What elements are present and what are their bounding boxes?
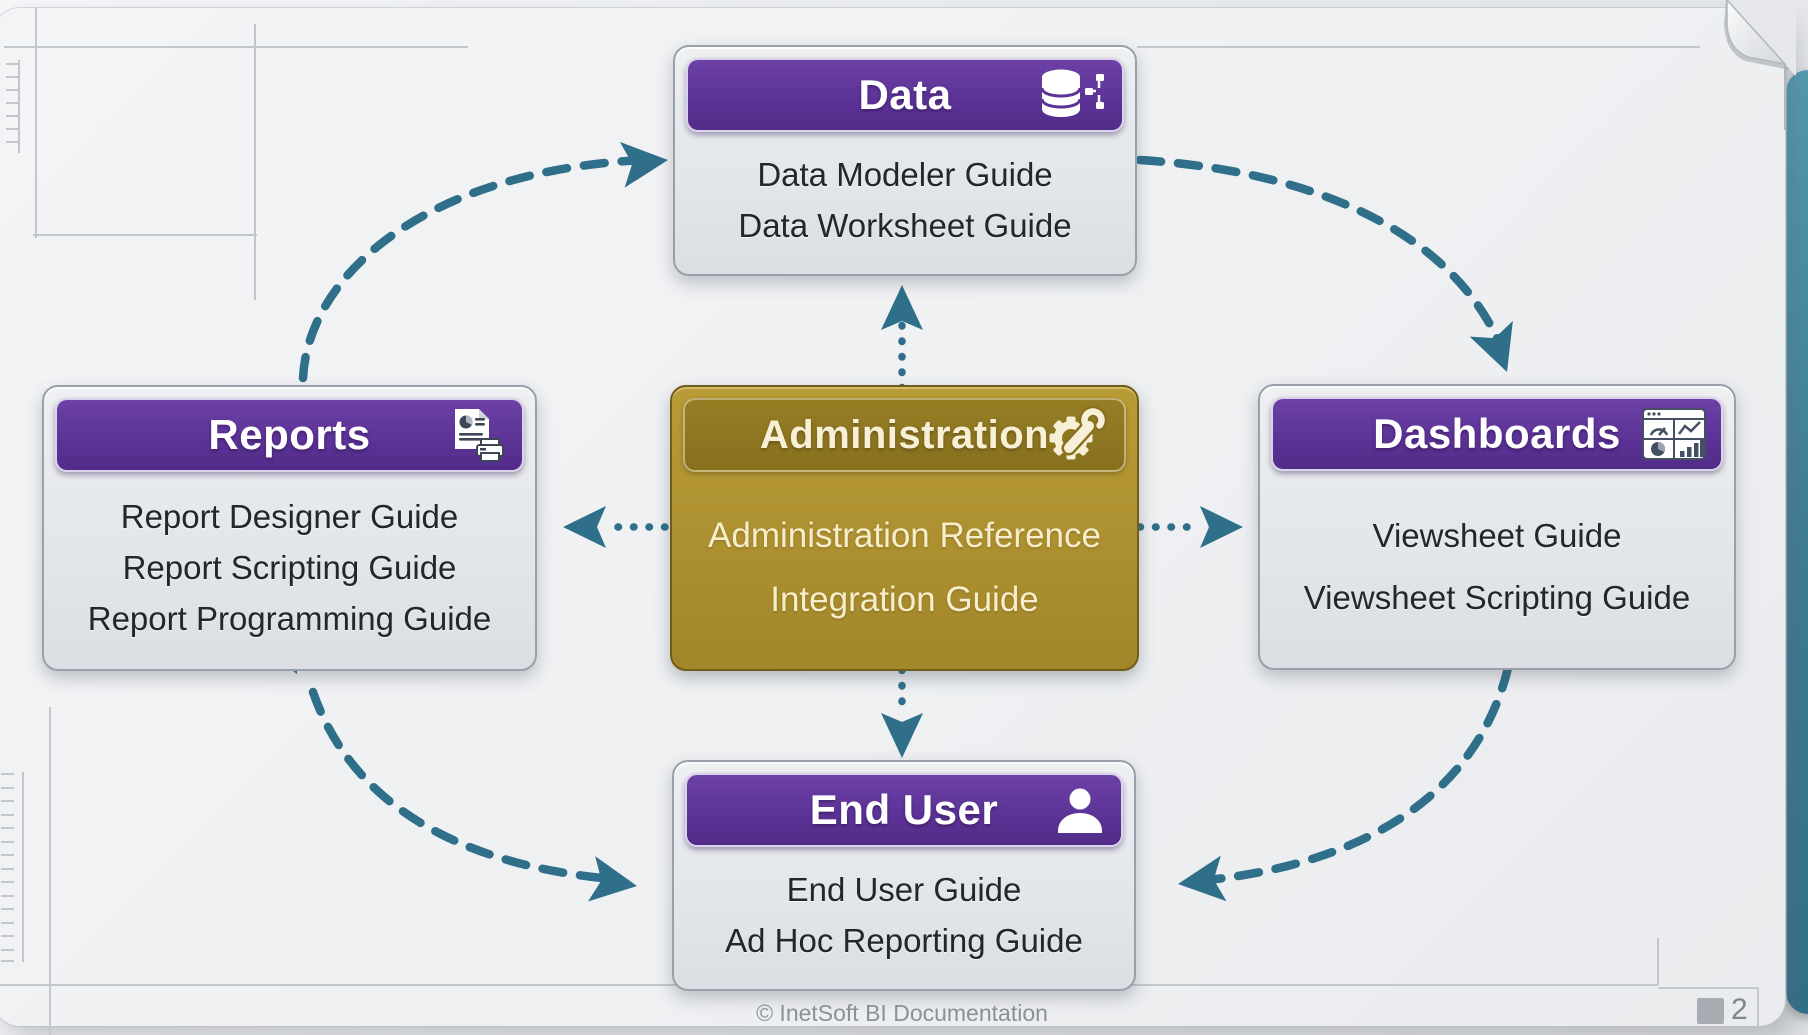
node-reports-header: Reports xyxy=(55,398,524,472)
node-administration-header: Administration xyxy=(683,398,1126,472)
page-number-box xyxy=(1697,998,1724,1024)
dashboard-grid-icon xyxy=(1642,408,1706,460)
node-data-title: Data xyxy=(858,71,952,118)
arc-enduser-reports xyxy=(308,687,607,883)
node-reports-title: Reports xyxy=(208,411,371,458)
node-administration-title: Administration xyxy=(759,412,1050,457)
node-administration-body: Administration Reference Integration Gui… xyxy=(680,475,1129,661)
node-end-user-header: End User xyxy=(685,773,1123,847)
guide-item: Viewsheet Scripting Guide xyxy=(1303,579,1691,616)
guide-item: Data Modeler Guide xyxy=(757,156,1053,194)
page-number: 2 xyxy=(1731,993,1748,1026)
user-icon xyxy=(1054,785,1106,835)
node-end-user: End User End User Guide Ad Hoc Reporting… xyxy=(672,760,1136,991)
database-schema-icon xyxy=(1037,68,1107,122)
node-end-user-title: End User xyxy=(809,786,999,833)
guide-item: Report Scripting Guide xyxy=(122,549,457,587)
admin-arrowheads xyxy=(563,285,1243,758)
guide-item: Administration Reference xyxy=(708,515,1101,555)
page-fold-corner xyxy=(1723,0,1796,130)
node-end-user-body: End User Guide Ad Hoc Reporting Guide xyxy=(682,850,1126,981)
guide-item: Report Programming Guide xyxy=(87,599,492,637)
admin-connectors xyxy=(608,318,1198,720)
node-dashboards: Dashboards xyxy=(1258,384,1736,670)
gear-wrench-icon xyxy=(1045,406,1109,464)
guide-item: End User Guide xyxy=(786,871,1022,909)
report-printer-icon xyxy=(449,407,507,463)
guide-item: Ad Hoc Reporting Guide xyxy=(725,922,1083,959)
node-data-header: Data xyxy=(686,58,1124,132)
footer-caption: © InetSoft BI Documentation xyxy=(756,1000,1048,1026)
node-dashboards-header: Dashboards xyxy=(1271,397,1723,471)
arrowhead-to-data xyxy=(619,141,668,188)
node-data-body: Data Modeler Guide Data Worksheet Guide xyxy=(683,135,1127,266)
node-reports: Reports xyxy=(42,385,537,671)
guide-item: Data Worksheet Guide xyxy=(738,207,1072,244)
arrowhead-to-enduser-2 xyxy=(587,856,637,902)
blueprint-lines xyxy=(0,8,1759,1035)
node-data: Data Data Modeler Guide Data Worksheet G… xyxy=(673,45,1137,276)
arc-reports-to-data xyxy=(298,155,647,383)
node-reports-body: Report Designer Guide Report Scripting G… xyxy=(52,475,527,661)
guide-item: Viewsheet Guide xyxy=(1372,517,1622,555)
side-accent-bar xyxy=(1786,70,1808,1014)
arrowhead-to-enduser xyxy=(1178,855,1227,902)
node-administration: Administration xyxy=(670,385,1139,671)
guide-item: Report Designer Guide xyxy=(120,498,459,536)
node-dashboards-body: Viewsheet Guide Viewsheet Scripting Guid… xyxy=(1268,474,1726,660)
arc-data-to-dashboards xyxy=(1135,155,1508,357)
guide-item: Integration Guide xyxy=(770,580,1039,619)
flow-arcs xyxy=(298,155,1513,885)
node-dashboards-title: Dashboards xyxy=(1373,410,1621,457)
arrowhead-to-dashboards xyxy=(1469,320,1513,372)
arc-dashboards-to-enduser xyxy=(1203,663,1513,885)
